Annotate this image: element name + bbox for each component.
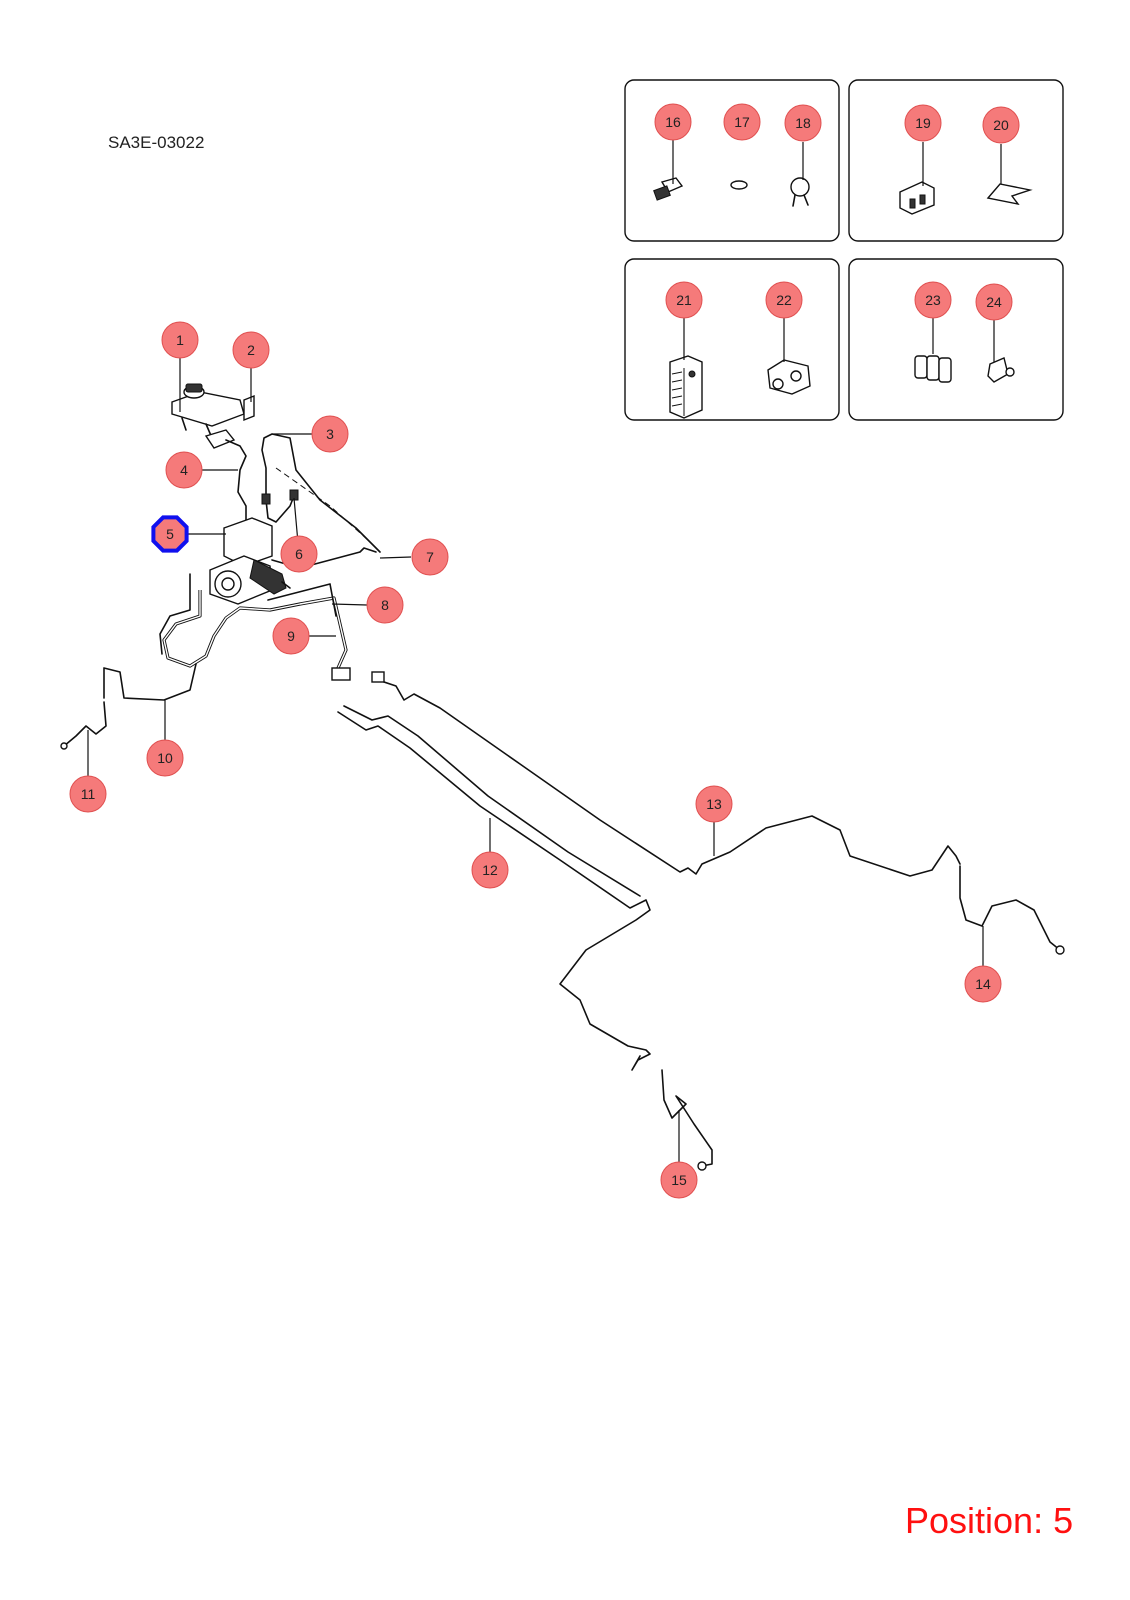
callout-circle[interactable] [146, 739, 184, 777]
abs-unit-drawing [209, 517, 291, 605]
callout-9[interactable]: 9 [272, 617, 310, 655]
callout-10[interactable]: 10 [146, 739, 184, 777]
callout-circle[interactable] [366, 586, 404, 624]
inset-box-clamps [848, 258, 1064, 421]
callout-14[interactable]: 14 [964, 965, 1002, 1003]
inset-part-drawings [653, 177, 1033, 419]
callout-circle[interactable] [660, 1161, 698, 1199]
callout-circle[interactable] [982, 106, 1020, 144]
hose-15-drawing [661, 1069, 713, 1167]
line-bundle-drawing [162, 590, 348, 677]
callout-23[interactable]: 23 [914, 281, 952, 319]
callout-circle[interactable] [765, 281, 803, 319]
position-indicator: Position: 5 [905, 1500, 1074, 1541]
callout-circle[interactable] [914, 281, 952, 319]
line-12-drawing [337, 711, 651, 1071]
callout-4[interactable]: 4 [165, 451, 203, 489]
bracket-clip-icon [986, 183, 1033, 206]
callout-circle[interactable] [161, 321, 199, 359]
callout-circle[interactable] [471, 851, 509, 889]
callout-24[interactable]: 24 [975, 283, 1013, 321]
callout-8[interactable]: 8 [366, 586, 404, 624]
callout-7[interactable]: 7 [411, 538, 449, 576]
callout-circle[interactable] [975, 283, 1013, 321]
callout-circle[interactable] [654, 103, 692, 141]
callout-circle[interactable] [69, 775, 107, 813]
pipe-clip-icon [790, 177, 810, 207]
callout-circle[interactable] [904, 104, 942, 142]
callout-circle[interactable] [723, 103, 761, 141]
callout-17[interactable]: 17 [723, 103, 761, 141]
callout-13[interactable]: 13 [695, 785, 733, 823]
bracket-drawing [243, 394, 255, 422]
callout-3[interactable]: 3 [311, 415, 349, 453]
reservoir-drawing [171, 383, 245, 449]
callout-2[interactable]: 2 [232, 331, 270, 369]
callout-circle[interactable] [272, 617, 310, 655]
callout-20[interactable]: 20 [982, 106, 1020, 144]
callout-circle[interactable] [311, 415, 349, 453]
line-3-drawing [261, 433, 381, 553]
line-3-dashed-drawing [275, 467, 369, 541]
inset-box-holders [624, 258, 840, 421]
callout-18[interactable]: 18 [784, 104, 822, 142]
selected-callout-outline[interactable] [151, 515, 189, 553]
callout-circle[interactable] [964, 965, 1002, 1003]
washer-icon [730, 180, 748, 190]
callout-circle[interactable] [695, 785, 733, 823]
block-clip-icon [899, 181, 935, 215]
callout-circle[interactable] [784, 104, 822, 142]
document-code: SA3E-03022 [108, 133, 205, 152]
callout-5[interactable]: 5 [151, 515, 189, 553]
callout-11[interactable]: 11 [69, 775, 107, 813]
double-clip-icon [767, 359, 811, 395]
inset-box-clips [848, 79, 1064, 242]
callout-circle[interactable] [411, 538, 449, 576]
leader-lines [87, 140, 1002, 1166]
callout-12[interactable]: 12 [471, 851, 509, 889]
hose-14-drawing [959, 865, 1061, 951]
callout-19[interactable]: 19 [904, 104, 942, 142]
callout-circle[interactable] [665, 281, 703, 319]
callout-circle[interactable] [280, 535, 318, 573]
line-13-drawing [377, 679, 961, 877]
callout-circle[interactable] [165, 451, 203, 489]
line-10-drawing [103, 663, 197, 701]
single-clip-icon [987, 357, 1015, 383]
callout-22[interactable]: 22 [765, 281, 803, 319]
brake-line-assembly [60, 383, 1065, 1171]
line-4-drawing [225, 439, 247, 521]
multi-pipe-holder-icon [669, 355, 703, 419]
triple-clip-icon [914, 355, 952, 383]
callout-6[interactable]: 6 [280, 535, 318, 573]
callout-21[interactable]: 21 [665, 281, 703, 319]
bolt-icon [653, 177, 684, 201]
callout-circle[interactable] [232, 331, 270, 369]
callout-15[interactable]: 15 [660, 1161, 698, 1199]
callout-16[interactable]: 16 [654, 103, 692, 141]
callout-1[interactable]: 1 [161, 321, 199, 359]
hose-6-drawing [265, 495, 295, 523]
inset-box-fasteners [624, 79, 840, 242]
hose-11-drawing [63, 701, 107, 747]
